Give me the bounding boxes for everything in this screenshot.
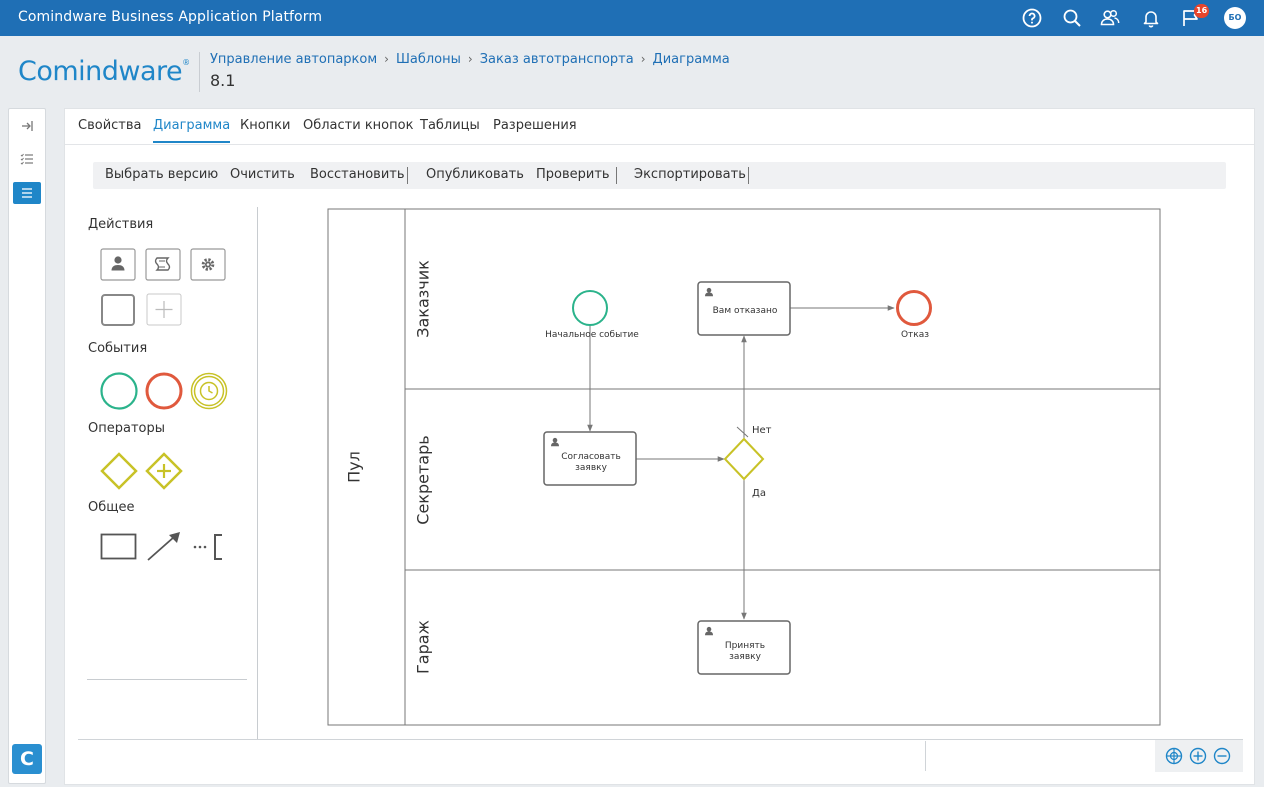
lane-label-secretary: Секретарь [414,435,433,524]
palette-section-operators: Операторы [88,421,165,436]
timer-event-icon[interactable] [189,371,229,411]
end-event-icon[interactable] [144,371,184,411]
parallel-gateway-icon[interactable] [144,451,184,491]
breadcrumb-item[interactable]: Диаграмма [652,52,730,67]
exclusive-gateway[interactable] [723,437,765,481]
clear-button[interactable]: Очистить [230,167,295,182]
tab-button-areas[interactable]: Области кнопок [303,118,414,133]
app-logo-icon[interactable]: C [12,744,42,774]
bottom-divider [78,739,1243,740]
palette-section-events: События [88,341,148,356]
user-task-icon[interactable] [100,248,136,282]
publish-button[interactable]: Опубликовать [426,167,524,182]
service-task-icon[interactable] [190,248,226,282]
logo-registered-mark: ® [182,58,190,67]
zoom-in-icon[interactable] [1189,747,1207,765]
palette-section-actions: Действия [88,217,154,232]
left-rail: C [8,108,46,784]
task-rejected[interactable] [697,281,791,336]
help-icon[interactable] [1021,7,1043,29]
version-number: 8.1 [210,71,236,90]
pool-label: Пул [345,451,364,483]
start-event-label: Начальное событие [545,330,639,340]
lane-icon[interactable] [100,533,138,561]
bell-icon[interactable] [1140,7,1162,29]
palette-canvas-divider [257,207,258,739]
tab-tables[interactable]: Таблицы [420,118,480,133]
top-bar: Comindware Business Application Platform… [0,0,1264,36]
zoom-controls [1155,740,1243,772]
gateway-label-no: Нет [752,425,772,436]
toolbar-separator [407,167,408,184]
fit-icon[interactable] [1165,747,1183,765]
checklist-icon[interactable] [13,148,41,170]
avatar[interactable]: БО [1224,7,1246,29]
gateway-label-yes: Да [752,488,766,499]
palette-section-general: Общее [88,500,135,515]
start-event-icon[interactable] [99,371,139,411]
chevron-right-icon: › [467,52,473,66]
task-accept-label-line2: заявку [729,652,761,662]
lane-label-garage: Гараж [414,620,433,674]
select-version-button[interactable]: Выбрать версию [105,167,219,182]
brand-logo[interactable]: Comindware® [18,56,190,87]
end-event-label: Отказ [901,330,929,340]
default-flow-marker [736,426,749,438]
palette-divider [87,679,247,680]
tab-properties[interactable]: Свойства [78,118,142,133]
element-palette: Действия События [65,209,255,749]
header-divider [199,52,200,92]
annotation-icon[interactable] [191,531,227,563]
toolbar-separator [616,167,617,184]
breadcrumb-item[interactable]: Шаблоны [395,52,461,67]
task-rejected-label: Вам отказано [713,306,778,316]
tab-bar: Свойства Диаграмма Кнопки Области кнопок… [65,109,1254,145]
end-event[interactable] [896,290,932,326]
script-task-icon[interactable] [145,248,181,282]
list-icon[interactable] [13,182,41,204]
chevron-right-icon: › [640,52,646,66]
task-approve-label-line2: заявку [575,463,607,473]
flow-arrow-icon[interactable] [145,529,183,563]
export-button[interactable]: Экспортировать [634,167,746,182]
lane-label-customer: Заказчик [414,260,433,338]
validate-button[interactable]: Проверить [536,167,610,182]
restore-button[interactable]: Восстановить [310,167,405,182]
logo-text: Comindware [18,56,183,87]
task-accept-label-line1: Принять [725,641,765,651]
toolbar-separator [748,167,749,184]
task-accept[interactable] [697,620,791,675]
notification-badge: 16 [1194,4,1210,18]
page-header: Comindware® Управление автопарком › Шаблон… [0,36,1264,106]
subprocess-icon[interactable] [146,293,182,327]
tab-diagram[interactable]: Диаграмма [153,118,231,143]
breadcrumb: Управление автопарком › Шаблоны › Заказ авто… [210,52,730,67]
diagram-toolbar: Выбрать версию Очистить Восстановить Опу… [93,162,1226,189]
users-icon[interactable] [1099,7,1121,29]
task-icon[interactable] [100,293,136,327]
tab-buttons[interactable]: Кнопки [240,118,291,133]
zoom-out-icon[interactable] [1213,747,1231,765]
start-event[interactable] [572,290,608,326]
diagram-canvas[interactable]: Пул Заказчик Секретарь Гараж Начальное с… [258,207,1254,739]
breadcrumb-item[interactable]: Управление автопарком [210,52,378,67]
breadcrumb-item[interactable]: Заказ автотранспорта [479,52,634,67]
tab-permissions[interactable]: Разрешения [493,118,577,133]
task-approve-label-line1: Согласовать [561,452,621,462]
main-panel: Свойства Диаграмма Кнопки Области кнопок… [64,108,1255,785]
task-approve[interactable] [543,431,637,486]
search-icon[interactable] [1061,7,1083,29]
app-title: Comindware Business Application Platform [18,9,323,25]
chevron-right-icon: › [384,52,389,66]
bottom-separator [925,741,926,771]
exclusive-gateway-icon[interactable] [99,451,139,491]
collapse-icon[interactable] [13,115,41,137]
